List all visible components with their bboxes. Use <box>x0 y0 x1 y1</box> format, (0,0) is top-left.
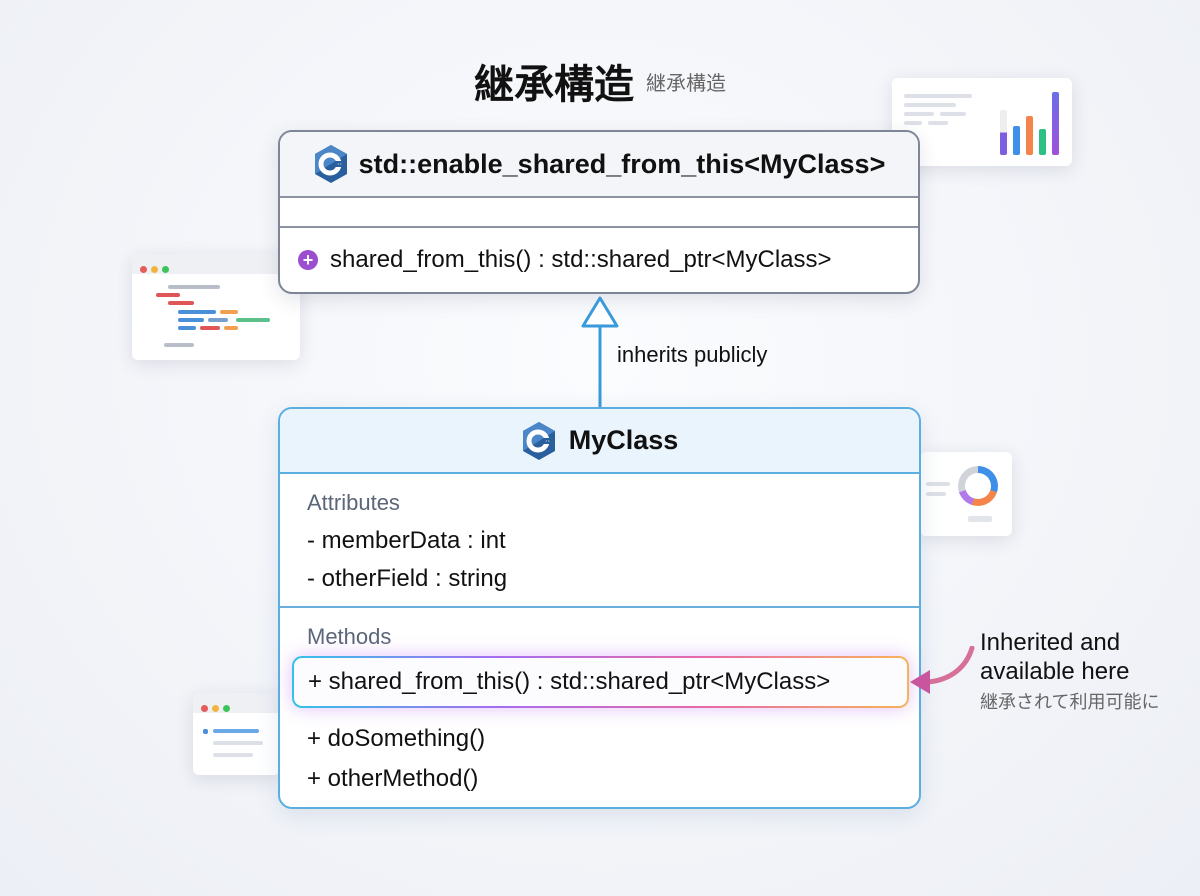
annotation-arrow <box>910 646 975 694</box>
cpp-logo-icon: ·· <box>314 145 347 183</box>
attribute-item: - otherField : string <box>307 565 508 592</box>
derived-class-name: MyClass <box>568 425 679 455</box>
base-class-method: + shared_from_this() : std::shared_ptr<M… <box>280 228 918 292</box>
method-item: + doSomething() <box>307 725 486 752</box>
code-window-decoration <box>132 254 300 360</box>
hollow-triangle-icon <box>581 296 619 328</box>
methods-section: Methods <box>280 608 919 656</box>
attribute-item: - memberData : int <box>307 527 506 554</box>
cpp-logo-icon: ·· <box>522 421 555 460</box>
method-text: shared_from_this() : std::shared_ptr<MyC… <box>330 246 832 273</box>
donut-card-decoration <box>920 452 1012 536</box>
diagram-title: 継承構造継承構造 <box>0 52 1200 110</box>
title-main: 継承構造 <box>474 63 634 107</box>
attributes-label: Attributes <box>307 490 400 515</box>
derived-class-box[interactable]: ·· MyClass Attributes - memberData : int… <box>278 407 921 809</box>
attributes-section: Attributes - memberData : int - otherFie… <box>280 474 919 608</box>
small-window-decoration <box>193 693 280 775</box>
annotation-line1: Inherited and <box>980 629 1121 656</box>
public-plus-icon: + <box>298 250 318 270</box>
base-class-name: std::enable_shared_from_this<MyClass> <box>358 148 886 179</box>
title-sub: 継承構造 <box>646 72 726 95</box>
svg-text:··: ·· <box>545 437 550 446</box>
methods-label: Methods <box>307 624 392 649</box>
highlighted-inherited-method[interactable]: + shared_from_this() : std::shared_ptr<M… <box>292 656 909 708</box>
annotation-line2: available here <box>980 658 1130 685</box>
base-class-attributes <box>280 198 918 228</box>
annotation-note: Inherited and available here 継承されて利用可能に <box>980 628 1159 714</box>
method-item: + otherMethod() <box>307 765 479 792</box>
method-list: + doSomething() + otherMethod() <box>307 719 485 799</box>
base-class-box[interactable]: ·· std::enable_shared_from_this<MyClass>… <box>278 130 920 294</box>
relation-label: inherits publicly <box>617 342 768 367</box>
derived-class-header: ·· MyClass <box>280 409 919 474</box>
annotation-japanese: 継承されて利用可能に <box>980 692 1160 712</box>
arrow-head-icon <box>910 670 930 694</box>
base-class-header: ·· std::enable_shared_from_this<MyClass> <box>280 132 918 198</box>
svg-text:··: ·· <box>337 160 342 169</box>
inheritance-arrow <box>581 296 619 408</box>
chart-card-decoration <box>892 78 1072 166</box>
